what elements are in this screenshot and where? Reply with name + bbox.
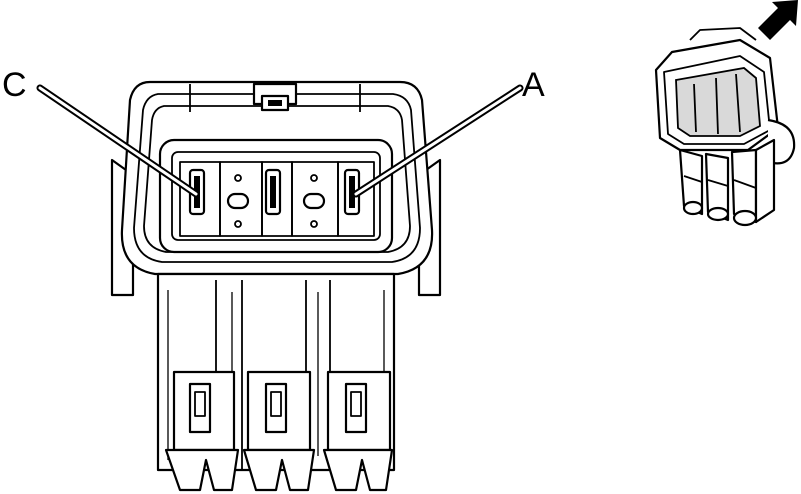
tpa-clip-c	[172, 370, 236, 452]
arrow-up-right-icon	[758, 0, 798, 40]
tpa-clip-b	[246, 370, 312, 452]
cavity-label-c: C	[2, 66, 27, 104]
connector-isometric-icon	[654, 27, 796, 227]
connector-front-view-icon	[110, 80, 442, 492]
cavity-label-a: A	[522, 66, 545, 104]
tpa-clip-a	[326, 370, 392, 452]
